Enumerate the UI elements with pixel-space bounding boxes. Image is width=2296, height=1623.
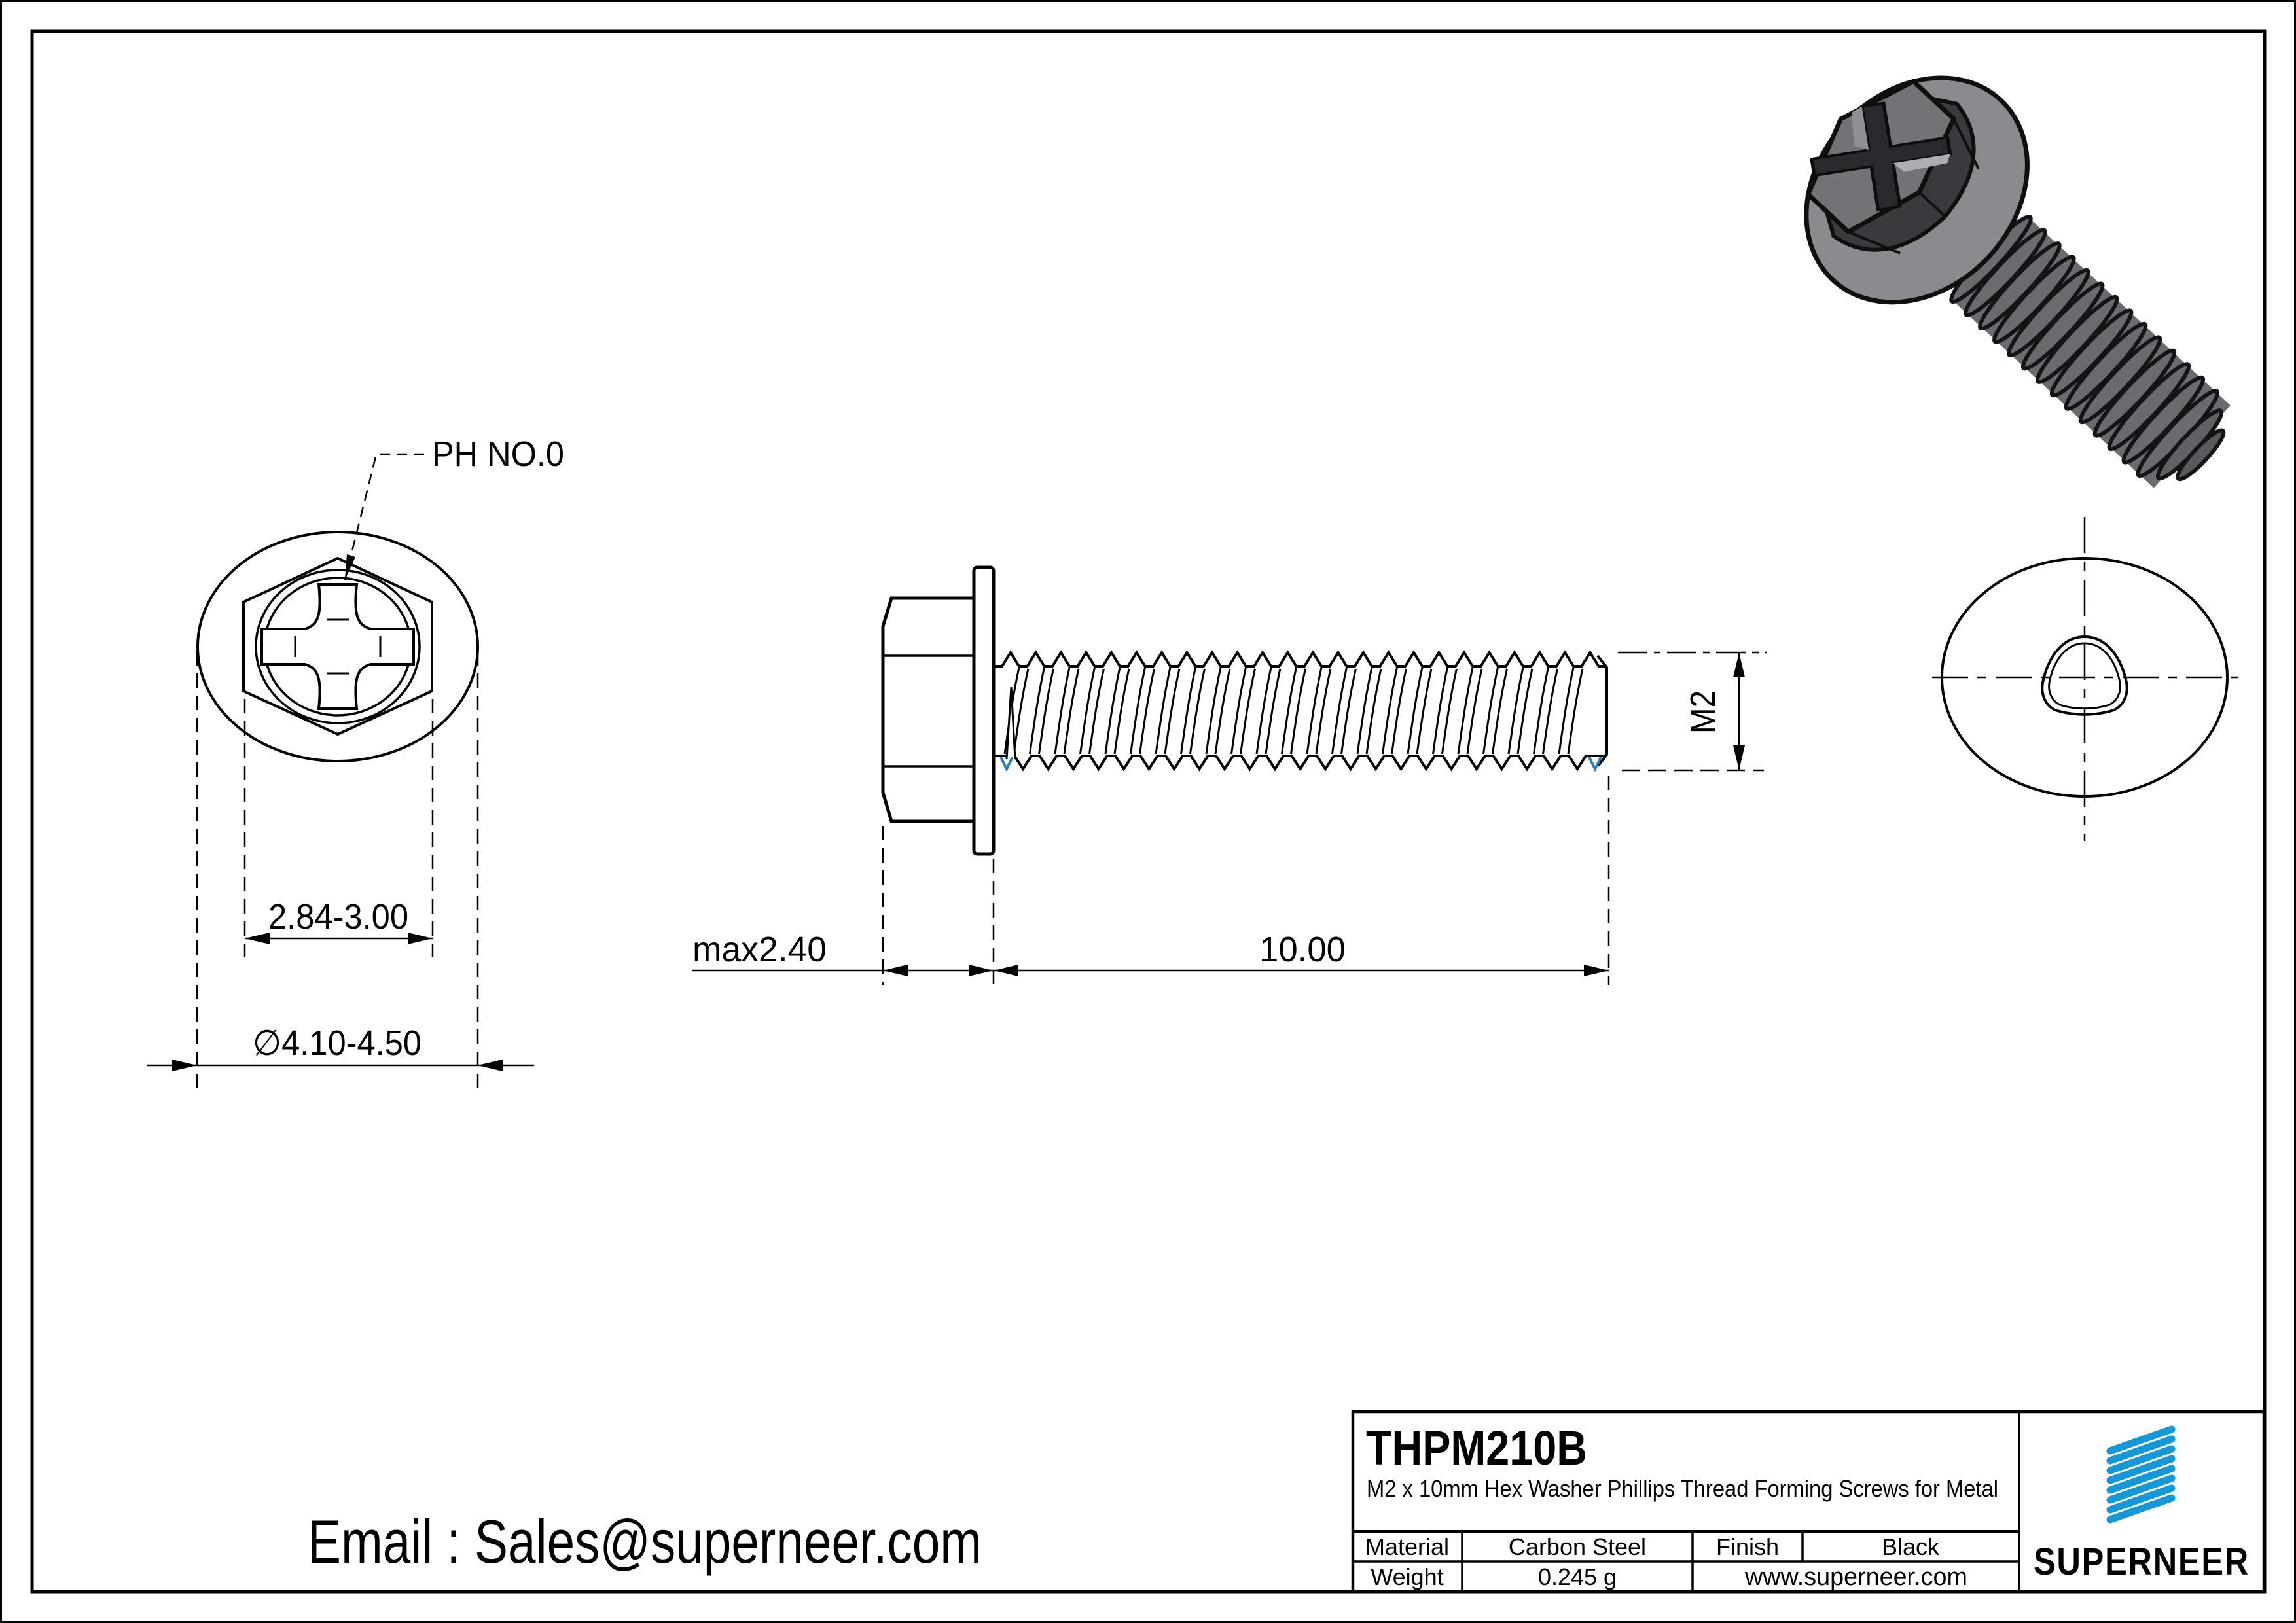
head-height-arrow-left xyxy=(883,965,908,976)
end-view-washer-circle xyxy=(1941,557,2229,798)
screw-phillips-3d xyxy=(1810,101,1952,212)
washer-dia-extension-lines xyxy=(196,651,479,1092)
washer-flange-side xyxy=(972,565,996,856)
finish-label: Finish xyxy=(1716,1533,1779,1560)
screw-hex-edges-3d xyxy=(1848,118,1980,255)
trilobe-inner xyxy=(2048,642,2121,710)
phillips-cross-detail xyxy=(294,618,382,675)
logo-stripe xyxy=(2106,1455,2176,1484)
finish-value: Black xyxy=(1882,1533,1940,1560)
thread-length-dim: 10.00 xyxy=(1259,930,1346,969)
washer-dia-arrow-right xyxy=(478,1060,503,1071)
website-link[interactable]: www.superneer.com xyxy=(1744,1563,1967,1591)
hex-outline xyxy=(242,556,433,736)
part-number: THPM210B xyxy=(1366,1421,1587,1475)
phillips-highlight-1 xyxy=(1893,154,1950,172)
thread-top-profile xyxy=(994,650,1607,668)
thread-end-tick xyxy=(1588,757,1602,772)
thread-bottom-profile xyxy=(994,755,1605,772)
thread-end-face xyxy=(1596,654,1608,767)
logo-stripe xyxy=(2106,1445,2176,1474)
render-3d xyxy=(1804,75,2231,488)
screw-thread-rings xyxy=(1949,215,2226,482)
table-column-dividers xyxy=(1461,1531,1804,1592)
head-circle-outer xyxy=(255,569,421,724)
drive-leader-arrow xyxy=(345,554,355,580)
thread-length-arrow-right xyxy=(1584,965,1609,976)
logo-stripe xyxy=(2106,1425,2176,1455)
end-view xyxy=(1932,517,2238,841)
m2-arrow-top xyxy=(1733,652,1745,677)
trilobe-outer xyxy=(2041,635,2128,716)
logo-stripe xyxy=(2106,1474,2176,1504)
weight-value: 0.245 g xyxy=(1538,1563,1617,1590)
logo-stripe xyxy=(2106,1494,2176,1524)
part-description: M2 x 10mm Hex Washer Phillips Thread For… xyxy=(1367,1475,1998,1502)
logo-stripe xyxy=(2106,1484,2176,1514)
washer-diameter-dim: ∅4.10-4.50 xyxy=(253,1024,422,1063)
phillips-cross xyxy=(260,583,415,710)
across-flats-dim: 2.84-3.00 xyxy=(268,897,408,936)
logo-stripe xyxy=(2106,1465,2176,1494)
thread-length-arrow-left xyxy=(994,965,1018,976)
flats-arrow-right xyxy=(408,933,433,944)
brand-logo-stripes xyxy=(2106,1425,2176,1524)
brand-name: SUPERNEER xyxy=(2034,1541,2250,1583)
head-height-dim: max2.40 xyxy=(692,930,827,969)
flats-arrow-left xyxy=(245,933,270,944)
thread-start-edge xyxy=(1005,687,1016,760)
length-extension-lines xyxy=(882,776,1610,985)
thread-start-tick xyxy=(999,757,1014,772)
drive-size-label: PH NO.0 xyxy=(432,435,564,474)
contact-email: Email : Sales@superneer.com xyxy=(308,1507,982,1576)
m2-arrow-bottom xyxy=(1733,745,1745,770)
washer-outline xyxy=(196,531,479,762)
screw-thread-ring xyxy=(2176,428,2226,482)
hex-facet-lines xyxy=(884,654,974,768)
thread-size-dim: M2 xyxy=(1683,690,1723,734)
head-height-arrow-right xyxy=(969,965,994,976)
washer-dia-arrow-left xyxy=(172,1060,197,1071)
phillips-highlight-2 xyxy=(1852,106,1869,151)
material-value: Carbon Steel xyxy=(1509,1533,1646,1560)
logo-stripe xyxy=(2106,1435,2176,1465)
hex-head-side xyxy=(881,596,976,823)
front-view xyxy=(147,453,534,1092)
weight-label: Weight xyxy=(1371,1563,1443,1590)
material-label: Material xyxy=(1365,1533,1449,1560)
title-block xyxy=(1351,1410,2266,1594)
drawing-border xyxy=(30,29,2267,1594)
side-view xyxy=(692,565,1767,985)
